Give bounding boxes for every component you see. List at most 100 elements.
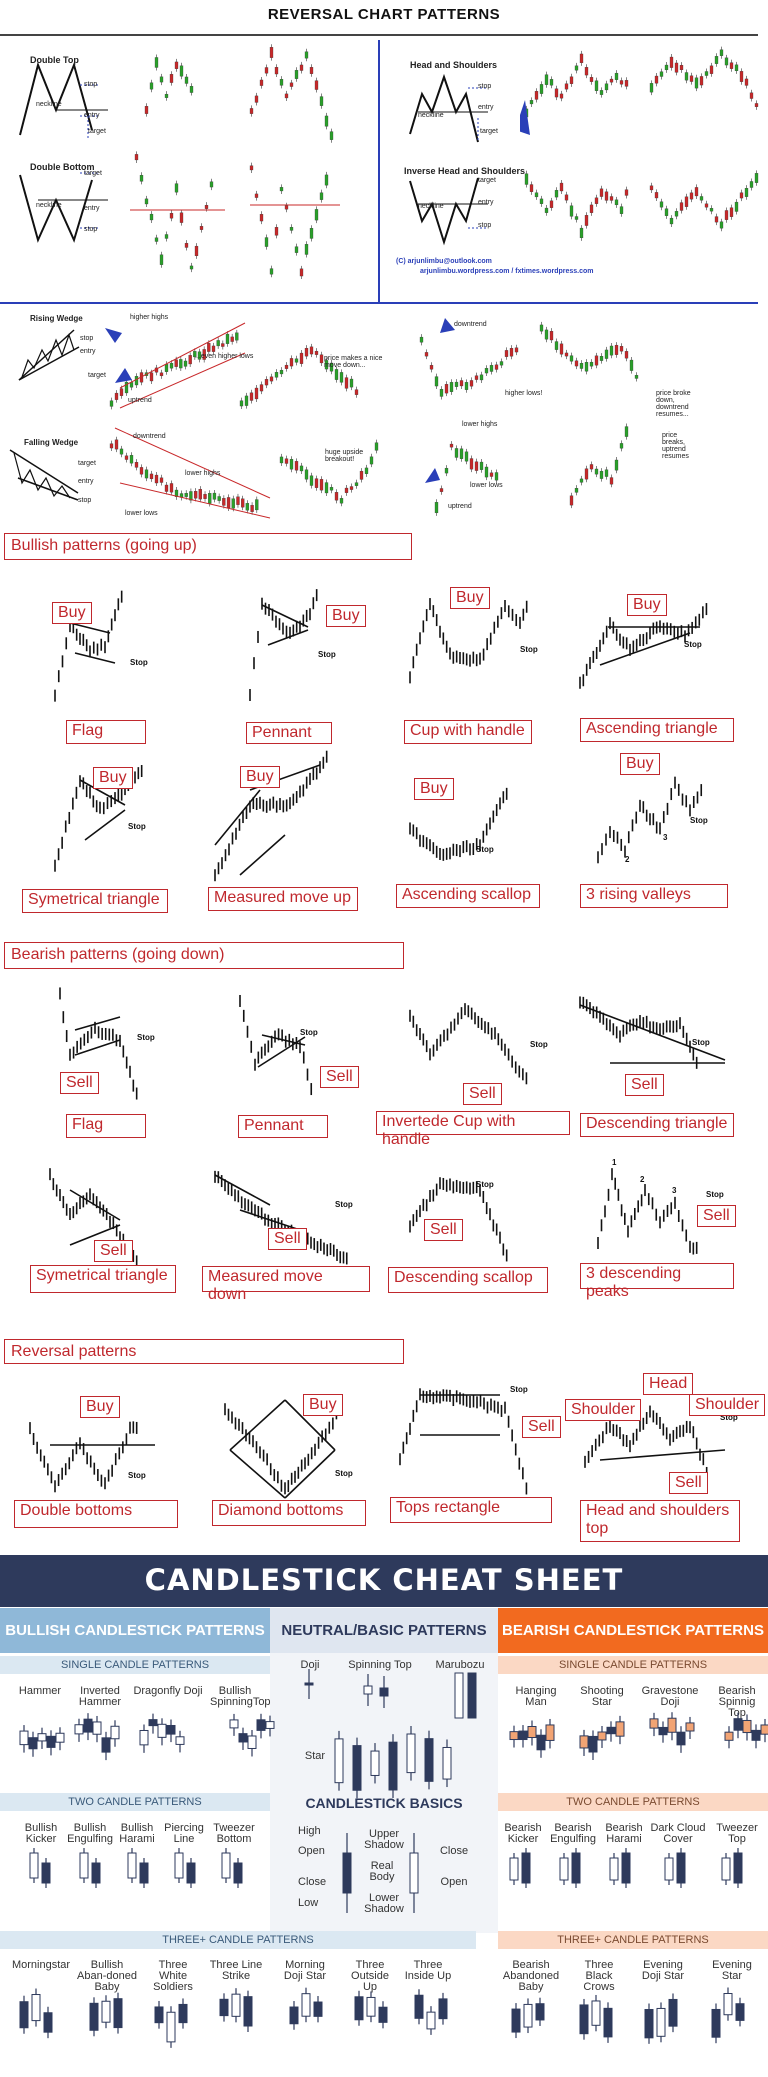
bull-three-candle: [231, 1988, 241, 2023]
bear-single-candle: [597, 1725, 607, 1748]
bull-three-candle: [19, 1995, 29, 2034]
ann-lower-highs: lower highs: [185, 470, 221, 477]
bull-pennant-drawing: [249, 589, 318, 702]
lbl-bear-engulfing: Bearish Engulfing: [550, 1822, 596, 1845]
bull-three-candle: [89, 1997, 99, 2037]
bear-mm-stop: Stop: [335, 1200, 353, 1209]
title-divider: [0, 34, 758, 36]
ann-huge-upside: huge upside breakout!: [325, 449, 364, 463]
bear-three-candle: [723, 1987, 733, 2021]
lbl-bear-abandoned: Bearish Abandoned Baby: [502, 1959, 560, 1993]
bull-mm-drawing: [214, 750, 328, 882]
rev-diamond-drawing: [224, 1403, 338, 1495]
candlestick-title: CANDLESTICK CHEAT SHEET: [144, 1563, 624, 1597]
bull-three-candle: [113, 1992, 123, 2034]
bull-asc-drawing: [579, 603, 708, 689]
bull-buy-flag: Buy: [52, 602, 92, 624]
basics-bear-candle: [342, 1833, 352, 1913]
bear-two-candle-b: [733, 1848, 743, 1888]
rw-stop: stop: [80, 335, 94, 342]
star-candle: [406, 1726, 416, 1781]
bear-two-candle: [509, 1853, 519, 1885]
bear-single-candle: [527, 1720, 537, 1746]
bull-two-candle: [29, 1848, 39, 1883]
bull-buy-valleys: Buy: [620, 753, 660, 775]
basics-bull-candle: [409, 1833, 419, 1913]
lbl-evening-star: Evening Star: [712, 1959, 752, 1982]
bull-sym-caption: Symetrical triangle: [22, 889, 168, 913]
bull-single-candle: [19, 1725, 29, 1753]
vertical-divider: [378, 40, 380, 302]
ann-uptrend-2: uptrend: [448, 503, 472, 510]
lbl-three-line: Three Line Strike: [209, 1959, 263, 1982]
dt-target: target: [88, 128, 106, 135]
double-top-chart-1: [144, 54, 194, 117]
credits-line2: arjunlimbu.wordpress.com / fxtimes.wordp…: [420, 268, 594, 275]
bull-three-candle: [414, 1989, 424, 2025]
bear-scallop-caption: Descending scallop: [388, 1267, 548, 1293]
bull-scallop-caption: Ascending scallop: [396, 884, 540, 908]
hs-chart-2: [649, 46, 759, 110]
bull-three-candle: [289, 2001, 299, 2030]
bull-sym-stop: Stop: [128, 822, 146, 831]
bull-three-candle: [101, 1995, 111, 2029]
rev-hs-stop: Stop: [720, 1413, 738, 1422]
bull-three-candle: [178, 1998, 188, 2029]
bull-single-candle: [74, 1718, 84, 1742]
bull-single-candle: [110, 1720, 120, 1747]
bear-sell-scallop: Sell: [424, 1219, 463, 1241]
lbl-bear-spinning: Bearish Spinnig Top: [718, 1685, 756, 1719]
page-title: REVERSAL CHART PATTERNS: [267, 6, 501, 23]
bull-three-candle: [166, 2006, 176, 2048]
bear-sell-sym: Sell: [94, 1240, 133, 1262]
ihs-stop: stop: [478, 222, 492, 229]
bear-three-header: THREE+ CANDLE PATTERNS: [498, 1931, 768, 1949]
rev-shoulder-left: Shoulder: [565, 1399, 642, 1421]
lbl-basics-open: Open: [298, 1845, 325, 1857]
double-top-chart-2: [249, 44, 334, 143]
lbl-marubozu: Marubozu: [435, 1659, 485, 1671]
bear-two-candle-b: [621, 1848, 631, 1888]
ann-downtrend: downtrend: [454, 321, 487, 328]
bull-scallop-drawing: [409, 787, 508, 861]
bear-pennant-caption: Pennant: [238, 1115, 328, 1138]
ann-downtrend-2: downtrend: [133, 433, 166, 440]
ihs-neckline: neckline: [418, 203, 444, 210]
bear-single-candle: [658, 1721, 668, 1743]
bear-single-candle: [760, 1718, 768, 1743]
bull-two-candle: [79, 1848, 89, 1883]
bull-pennant-caption: Pennant: [246, 722, 332, 744]
bear-single-candle: [606, 1721, 616, 1742]
lbl-shooting-star: Shooting Star: [580, 1685, 624, 1708]
bull-two-candle: [174, 1848, 184, 1883]
bull-two-candle-b: [91, 1858, 101, 1888]
lbl-bear-harami: Bearish Harami: [605, 1822, 643, 1845]
star-candle: [334, 1730, 344, 1791]
rev-shoulder-right: Shoulder: [689, 1394, 766, 1416]
ann-lower-highs-2: lower highs: [462, 421, 498, 428]
dt-neckline: neckline: [36, 101, 62, 108]
horizontal-divider: [0, 302, 758, 304]
bear-single-candle: [579, 1729, 589, 1756]
hs-candle-charts: [520, 40, 765, 250]
bear-two-candle-b: [676, 1848, 686, 1888]
lbl-three-outside: Three Outside Up: [351, 1959, 389, 1993]
lbl-basics-low: Low: [298, 1897, 319, 1909]
bull-cup-drawing: [409, 598, 528, 684]
lbl-spinning-top: Spinning Top: [348, 1659, 412, 1671]
bull-three-candle: [354, 1990, 364, 2026]
lbl-basics-upper: Upper Shadow: [364, 1828, 404, 1851]
ann-higher-lows: higher lows!: [505, 390, 543, 397]
bull-valley-2: 2: [625, 855, 630, 864]
bear-three-candle: [644, 2003, 654, 2044]
bull-single-candle: [83, 1713, 93, 1741]
lbl-hanging-man: Hanging Man: [515, 1685, 557, 1708]
rev-diamond-stop: Stop: [335, 1469, 353, 1478]
bear-sym-drawing: [49, 1168, 138, 1268]
rev-double-drawing: [29, 1421, 138, 1493]
lbl-three-black: Three Black Crows: [583, 1959, 615, 1993]
bull-flag-drawing: [54, 590, 123, 702]
rev-rect-caption: Tops rectangle: [390, 1497, 552, 1523]
ihs-target: target: [478, 177, 496, 184]
db-entry: entry: [84, 205, 100, 212]
